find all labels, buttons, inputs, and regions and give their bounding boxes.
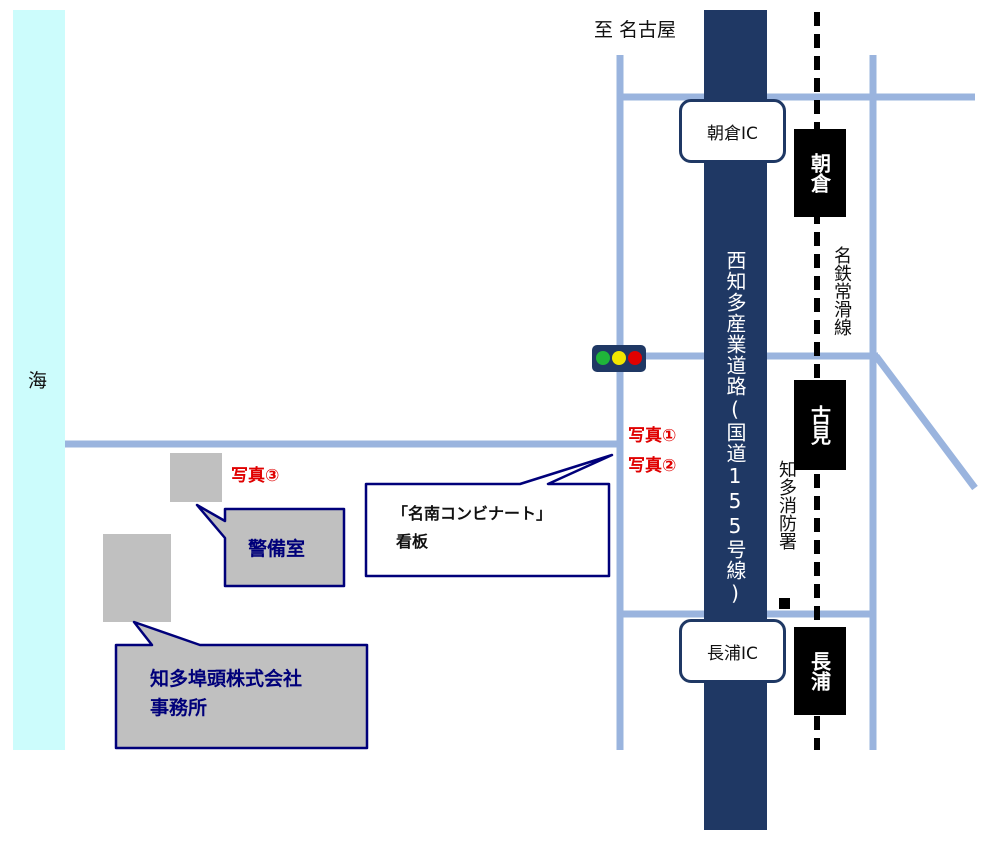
nagaura-ic-label: 長浦IC [679,619,786,683]
photo-1-label: 写真① [628,426,677,446]
sea-area [13,10,65,750]
asakura-ic-label: 朝倉IC [679,99,786,163]
fire-station-marker [779,598,790,609]
local-roads [65,55,978,750]
office-building [103,534,171,622]
traffic-light-green [596,351,610,365]
guard-room-callout [195,503,346,588]
photo-3-label: 写真③ [231,466,280,486]
fire-station-label: 知多消防署 [776,460,797,550]
traffic-light [592,345,646,372]
destination-label: 至 名古屋 [594,19,677,41]
signboard-text-line2: 看板 [396,532,429,551]
office-text-line2: 事務所 [150,697,208,719]
guard-room-text: 警備室 [248,538,306,560]
station-asakura: 朝倉 [794,129,846,217]
office-callout [114,620,369,750]
road-diagonal [873,353,978,491]
signboard-text-line1: 「名南コンビナート」 [392,504,553,523]
station-nagaura: 長浦 [794,627,846,715]
office-text-line1: 知多埠頭株式会社 [150,668,303,690]
station-furumi: 古見 [794,380,846,470]
traffic-light-yellow [612,351,626,365]
railway-label: 名鉄常滑線 [831,246,852,336]
sea-label: 海 [28,370,48,392]
guard-room-building [170,453,222,502]
traffic-light-red [628,351,642,365]
photo-2-label: 写真② [628,456,677,476]
highway-label: 西知多産業道路(国道155号線) [723,250,747,606]
signboard-callout [364,453,614,578]
